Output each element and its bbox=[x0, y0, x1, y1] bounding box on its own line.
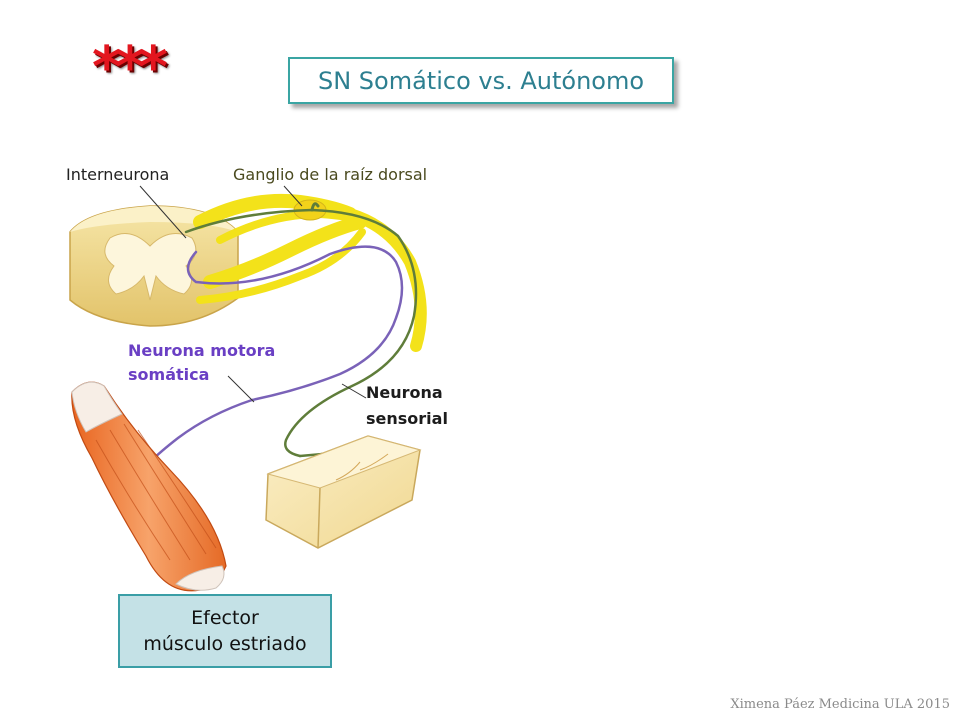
label-motor-neuron-line1: Neurona motora bbox=[128, 341, 276, 360]
effector-title: Efector bbox=[191, 607, 259, 629]
label-sensory-neuron-line2: sensorial bbox=[366, 409, 448, 428]
slide-title-text: SN Somático vs. Autónomo bbox=[317, 66, 645, 95]
importance-stars: *** bbox=[92, 35, 168, 100]
skin-block-illustration bbox=[265, 435, 422, 549]
label-interneuron: Interneurona bbox=[66, 165, 170, 184]
label-motor-neuron-line2: somática bbox=[128, 365, 210, 384]
label-leader-lines bbox=[139, 185, 367, 403]
label-sensory-neuron-line1: Neurona bbox=[366, 383, 443, 402]
effector-box: Efector músculo estriado bbox=[118, 594, 332, 668]
slide-title: SN Somático vs. Autónomo bbox=[288, 57, 674, 104]
nerve-root-bundles bbox=[193, 193, 427, 352]
effector-subtitle: músculo estriado bbox=[143, 633, 307, 655]
author-credit: Ximena Páez Medicina ULA 2015 bbox=[730, 697, 950, 712]
label-dorsal-root-ganglion: Ganglio de la raíz dorsal bbox=[233, 165, 428, 184]
muscle-illustration bbox=[71, 381, 227, 592]
